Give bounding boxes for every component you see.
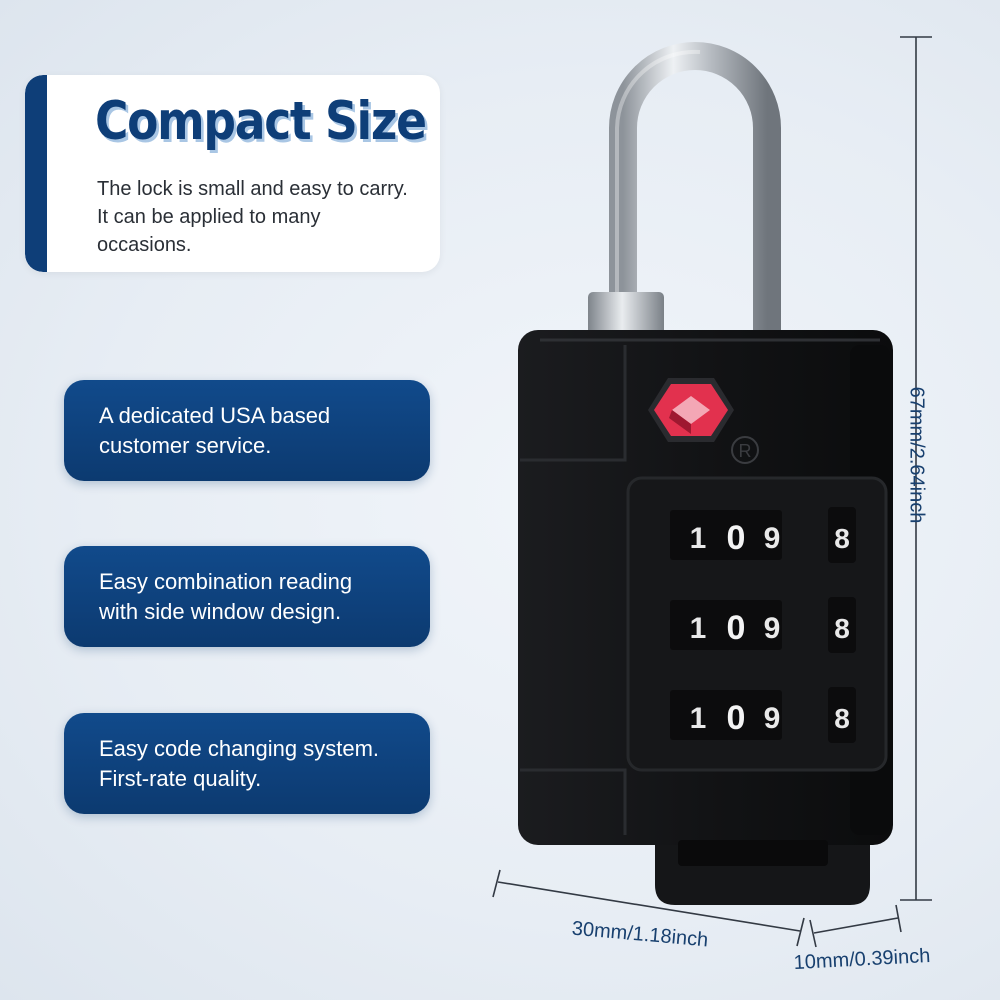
feature-line: First-rate quality. bbox=[99, 766, 262, 791]
depth-dimension-line bbox=[809, 904, 902, 948]
shackle-highlight bbox=[615, 49, 701, 320]
dial-row-1: 1 0 9 8 bbox=[670, 507, 856, 563]
side-window-digit: 8 bbox=[834, 613, 850, 644]
width-dimension-line bbox=[492, 869, 805, 947]
feature-line: with side window design. bbox=[99, 599, 342, 624]
dial-digit: 1 bbox=[690, 612, 707, 645]
dial-digit: 0 bbox=[727, 609, 746, 647]
headline-accent-bar bbox=[25, 75, 47, 272]
dial-digit: 1 bbox=[690, 702, 707, 735]
dial-digit: 0 bbox=[727, 519, 746, 557]
headline-description: The lock is small and easy to carry. It … bbox=[97, 178, 408, 256]
shackle bbox=[609, 42, 781, 330]
side-window-digit: 8 bbox=[834, 523, 850, 554]
dial-digit: 0 bbox=[727, 699, 746, 737]
feature-card-code-changing: Easy code changing system. First-rate qu… bbox=[64, 713, 430, 814]
side-window-digit: 8 bbox=[834, 703, 850, 734]
feature-card-customer-service: A dedicated USA based customer service. bbox=[64, 380, 430, 481]
feature-line: Easy code changing system. bbox=[99, 736, 380, 761]
feature-line: Easy combination reading bbox=[99, 569, 353, 594]
dial-digit: 9 bbox=[764, 522, 781, 555]
height-dimension-line bbox=[900, 36, 932, 901]
dial-row-2: 1 0 9 8 bbox=[670, 597, 856, 653]
dial-digit: 9 bbox=[764, 612, 781, 645]
body-bottom-line bbox=[520, 768, 627, 835]
dial-digit: 9 bbox=[764, 702, 781, 735]
headline-card: Compact Size The lock is small and easy … bbox=[25, 75, 440, 272]
feature-line: customer service. bbox=[99, 433, 272, 458]
height-dimension-label: 67mm/2.64inch bbox=[905, 386, 928, 524]
tsa-indicator bbox=[648, 378, 734, 442]
headline-title: Compact Size bbox=[95, 91, 427, 152]
shackle-collar bbox=[588, 292, 664, 336]
body-panel-line bbox=[520, 345, 627, 462]
registered-mark-circle bbox=[731, 436, 759, 464]
bottom-latch-slot bbox=[678, 840, 828, 866]
dial-row-3: 1 0 9 8 bbox=[670, 687, 856, 743]
feature-line: A dedicated USA based bbox=[99, 403, 331, 428]
dial-digit: 1 bbox=[690, 522, 707, 555]
feature-card-side-window: Easy combination reading with side windo… bbox=[64, 546, 430, 647]
registered-mark: R bbox=[739, 441, 752, 461]
